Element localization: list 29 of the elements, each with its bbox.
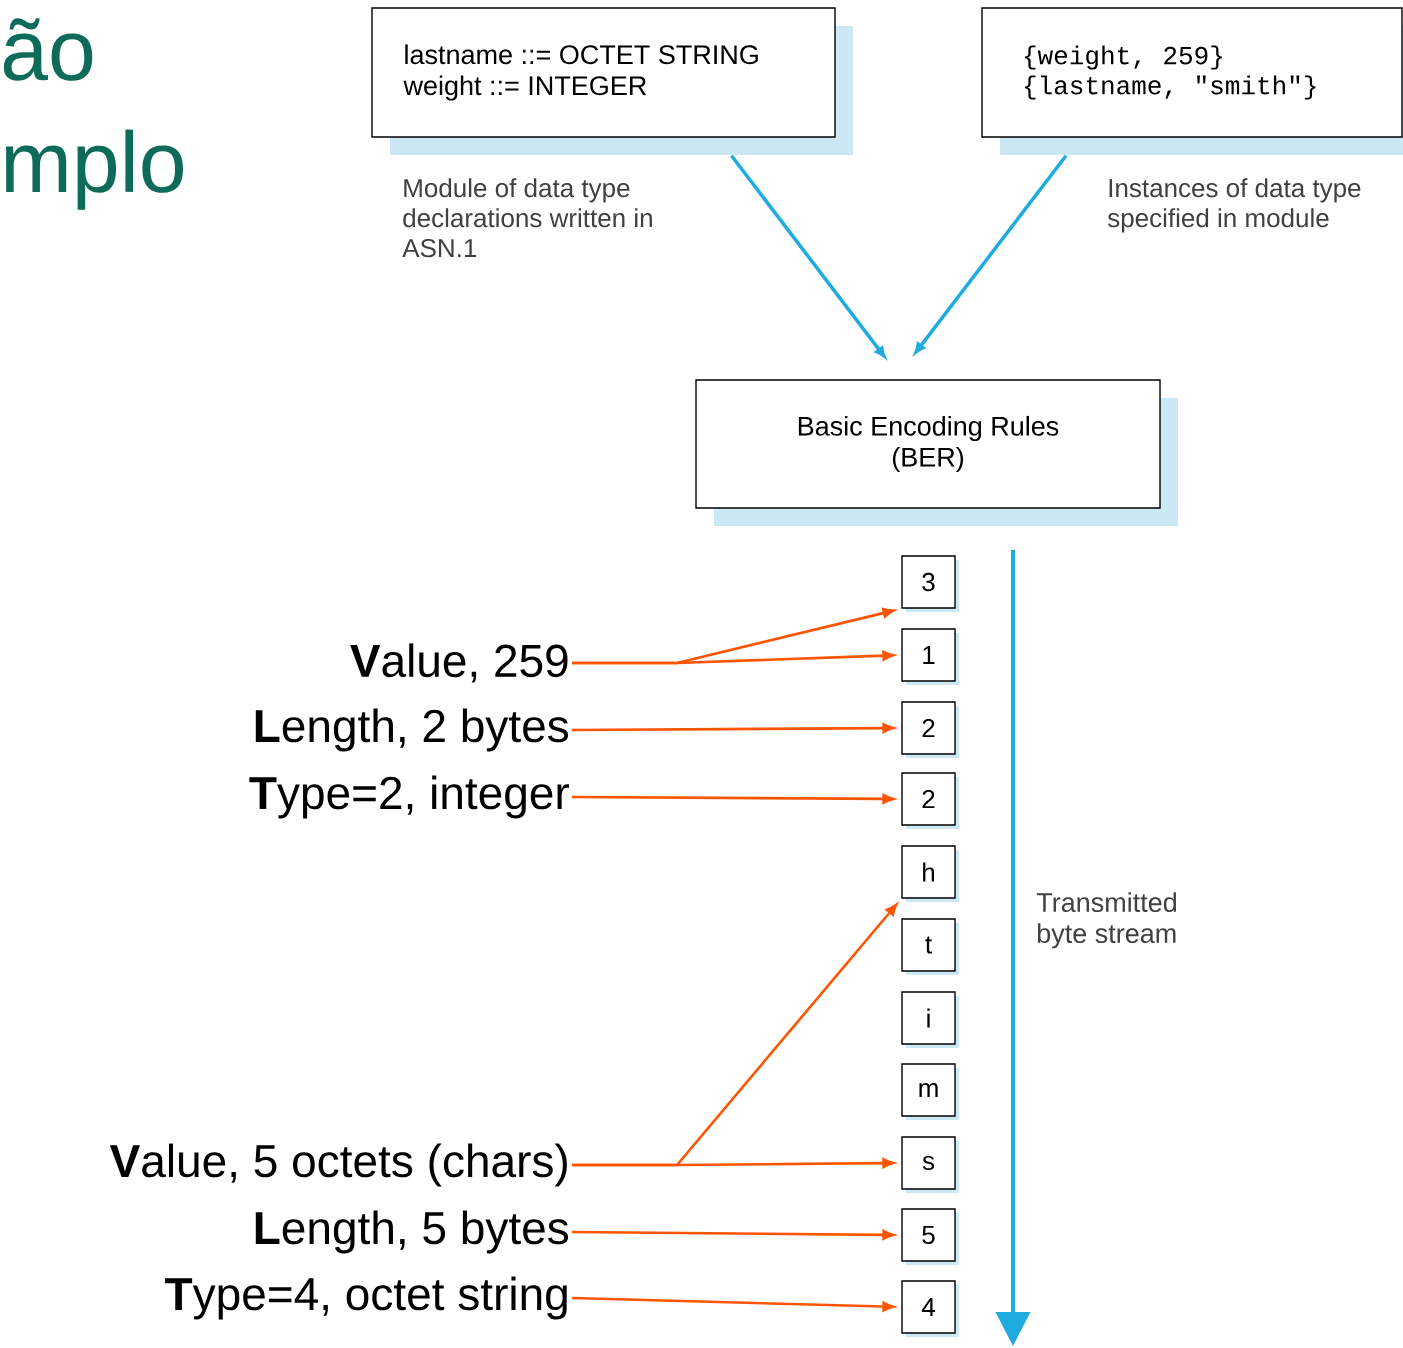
- arrow: [572, 723, 895, 734]
- arrow: [572, 1158, 895, 1169]
- node-label: Module of data type declarations written in ASN.1: [402, 178, 652, 258]
- title: ão mplo: [3, 18, 183, 210]
- arrow: [572, 1229, 895, 1240]
- byte-box: m: [901, 1063, 959, 1120]
- arrow: [571, 1296, 895, 1312]
- byte-box: t: [901, 918, 959, 975]
- byte-box: s: [901, 1136, 959, 1193]
- field-label: Length, 5 bytes: [255, 1210, 569, 1254]
- arrow: [572, 793, 895, 804]
- process-box: Basic Encoding Rules (BER): [695, 379, 1178, 526]
- byte-box: 2: [901, 772, 959, 829]
- byte-box: 1: [901, 628, 959, 685]
- process-box: {weight, 259} {lastname, "smith"}: [981, 7, 1403, 155]
- byte-box: 4: [901, 1280, 959, 1337]
- byte-box: h: [901, 845, 959, 902]
- field-label: Value, 5 octets (chars): [109, 1143, 567, 1187]
- note: Transmitted byte stream: [1036, 892, 1176, 949]
- field-label: Type=4, octet string: [165, 1276, 567, 1320]
- field-label: Value, 259: [350, 643, 568, 683]
- node-label: Instances of data type specified in module: [1107, 178, 1361, 233]
- byte-box: i: [901, 991, 959, 1048]
- byte-box: 3: [901, 555, 959, 612]
- byte-box: 2: [901, 701, 959, 758]
- field-label: Length, 2 bytes: [255, 708, 569, 752]
- byte-box: 5: [901, 1208, 959, 1265]
- field-label: Type=2, integer: [249, 775, 569, 819]
- process-box: lastname ::= OCTET STRING weight ::= INTEGER: [371, 7, 853, 155]
